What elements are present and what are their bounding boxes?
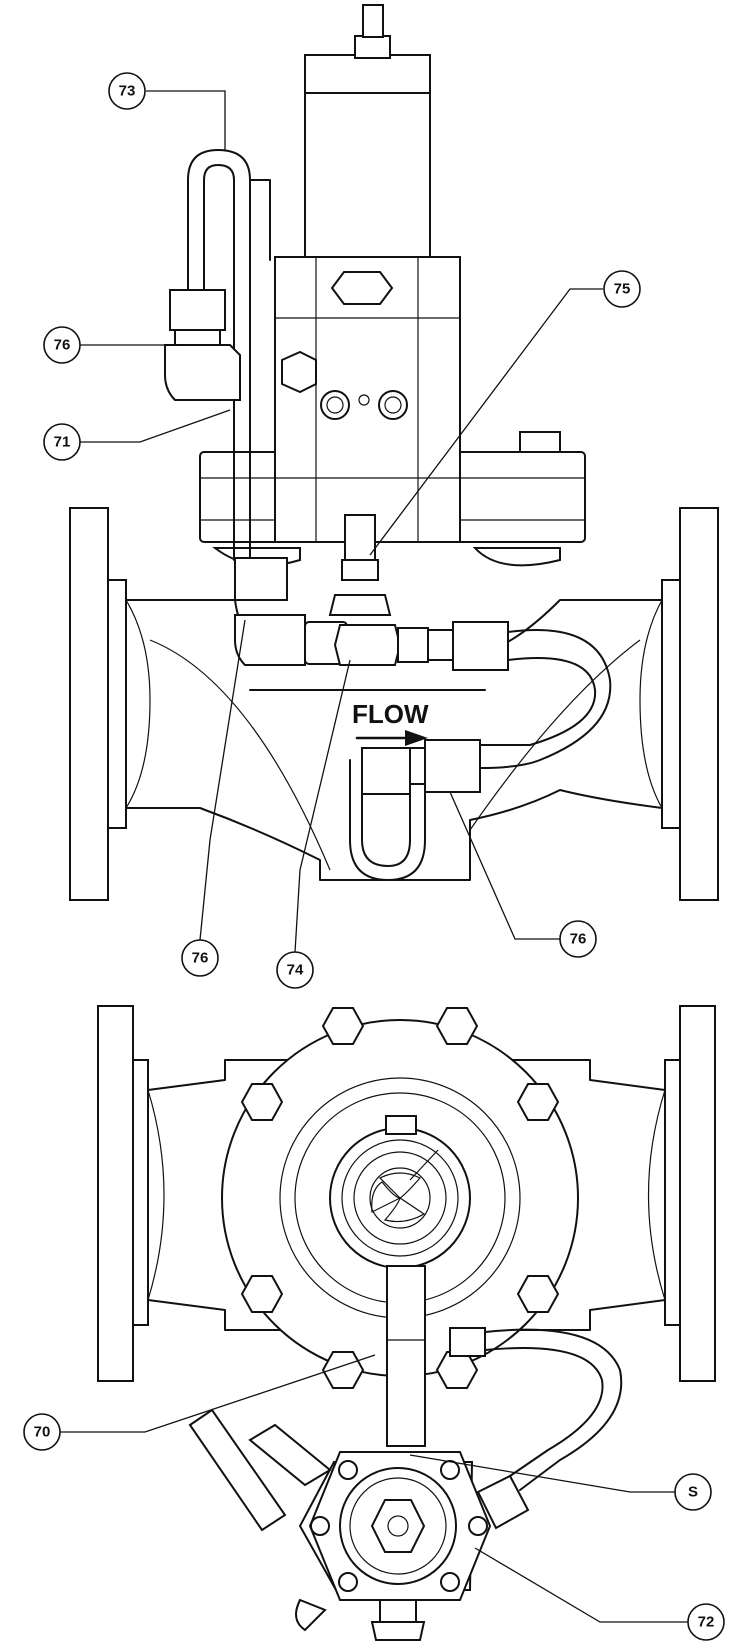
callout-74: 74 xyxy=(276,951,314,989)
callout-73: 73 xyxy=(108,72,146,110)
callout-73-label: 73 xyxy=(119,83,136,100)
callout-76-bottom-left: 76 xyxy=(181,939,219,977)
callout-76-bottom-right-label: 76 xyxy=(570,931,587,948)
bolt-heads xyxy=(240,1007,560,1389)
lower-fittings-side xyxy=(234,514,612,881)
side-view: FLOW xyxy=(69,4,719,901)
tube-73 xyxy=(164,149,271,561)
left-flange-top xyxy=(97,1005,149,1382)
right-flange-top xyxy=(664,1005,716,1382)
actuator-side xyxy=(199,4,586,567)
callout-71-label: 71 xyxy=(54,434,71,451)
top-view xyxy=(97,1005,716,1641)
callout-75-label: 75 xyxy=(614,281,631,298)
leader-lines xyxy=(60,90,688,1623)
callout-74-label: 74 xyxy=(287,962,304,979)
callout-76-bottom-right: 76 xyxy=(559,920,597,958)
callout-72: 72 xyxy=(687,1603,725,1641)
right-flange-side xyxy=(661,507,719,901)
bonnet-top xyxy=(221,1019,579,1377)
flow-arrow-icon xyxy=(405,730,428,746)
callout-s: S xyxy=(674,1473,712,1511)
callout-s-label: S xyxy=(688,1484,698,1501)
flow-label: FLOW xyxy=(352,699,429,729)
callout-76-top: 76 xyxy=(43,326,81,364)
left-flange-side xyxy=(69,507,127,901)
callout-72-label: 72 xyxy=(698,1614,715,1631)
callout-70: 70 xyxy=(23,1413,61,1451)
callout-70-label: 70 xyxy=(34,1424,51,1441)
sensing-assembly-top xyxy=(188,1265,623,1641)
callout-76-bottom-left-label: 76 xyxy=(192,950,209,967)
callout-76-top-label: 76 xyxy=(54,337,71,354)
callout-71: 71 xyxy=(43,423,81,461)
callout-75: 75 xyxy=(603,270,641,308)
flow-indicator: FLOW xyxy=(352,699,429,746)
